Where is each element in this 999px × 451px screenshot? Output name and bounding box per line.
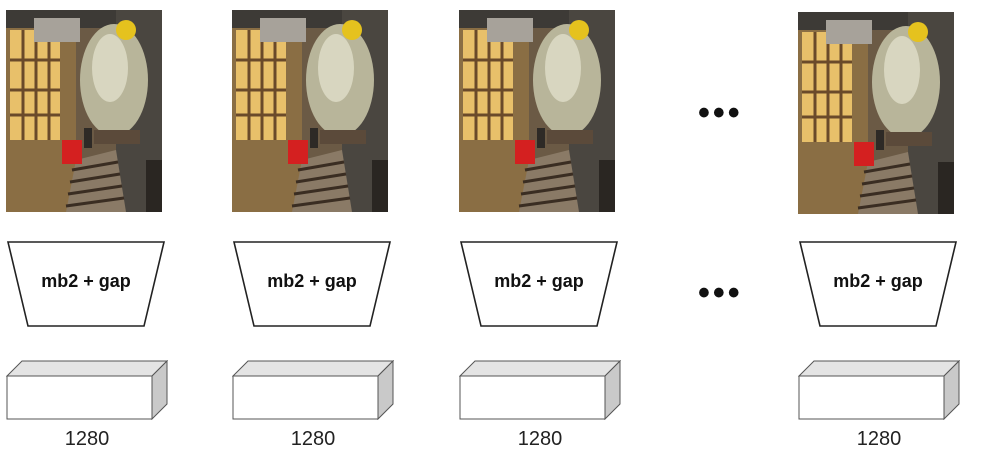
encoder-trapezoid bbox=[798, 241, 958, 327]
encoder-trapezoid bbox=[6, 241, 166, 327]
industrial-scene-photo-icon bbox=[798, 12, 954, 214]
frames-ellipsis: ••• bbox=[698, 94, 743, 132]
video-frame-image bbox=[6, 10, 162, 212]
feature-vector-box bbox=[798, 360, 960, 420]
industrial-scene-photo-icon bbox=[6, 10, 162, 212]
encoder-label: mb2 + gap bbox=[267, 271, 357, 291]
encoders-ellipsis: ••• bbox=[698, 274, 743, 312]
video-frame-image bbox=[798, 12, 954, 214]
video-frame-image bbox=[232, 10, 388, 212]
feature-vector-box bbox=[6, 360, 168, 420]
feature-dimension-label: 1280 bbox=[64, 428, 110, 450]
industrial-scene-photo-icon bbox=[459, 10, 615, 212]
feature-dimension-label: 1280 bbox=[517, 428, 563, 450]
frame-column: mb2 + gap 1280 bbox=[798, 0, 968, 450]
video-frame-image bbox=[459, 10, 615, 212]
frame-column: mb2 + gap 1280 bbox=[459, 0, 629, 450]
encoder-trapezoid bbox=[232, 241, 392, 327]
frame-column: mb2 + gap 1280 bbox=[6, 0, 176, 450]
feature-dimension-label: 1280 bbox=[290, 428, 336, 450]
encoder-label: mb2 + gap bbox=[41, 271, 131, 291]
industrial-scene-photo-icon bbox=[232, 10, 388, 212]
feature-dimension-label: 1280 bbox=[856, 428, 902, 450]
encoder-label: mb2 + gap bbox=[494, 271, 584, 291]
encoder-trapezoid bbox=[459, 241, 619, 327]
feature-vector-box bbox=[459, 360, 621, 420]
frame-column: mb2 + gap 1280 bbox=[232, 0, 402, 450]
encoder-label: mb2 + gap bbox=[833, 271, 923, 291]
feature-vector-box bbox=[232, 360, 394, 420]
